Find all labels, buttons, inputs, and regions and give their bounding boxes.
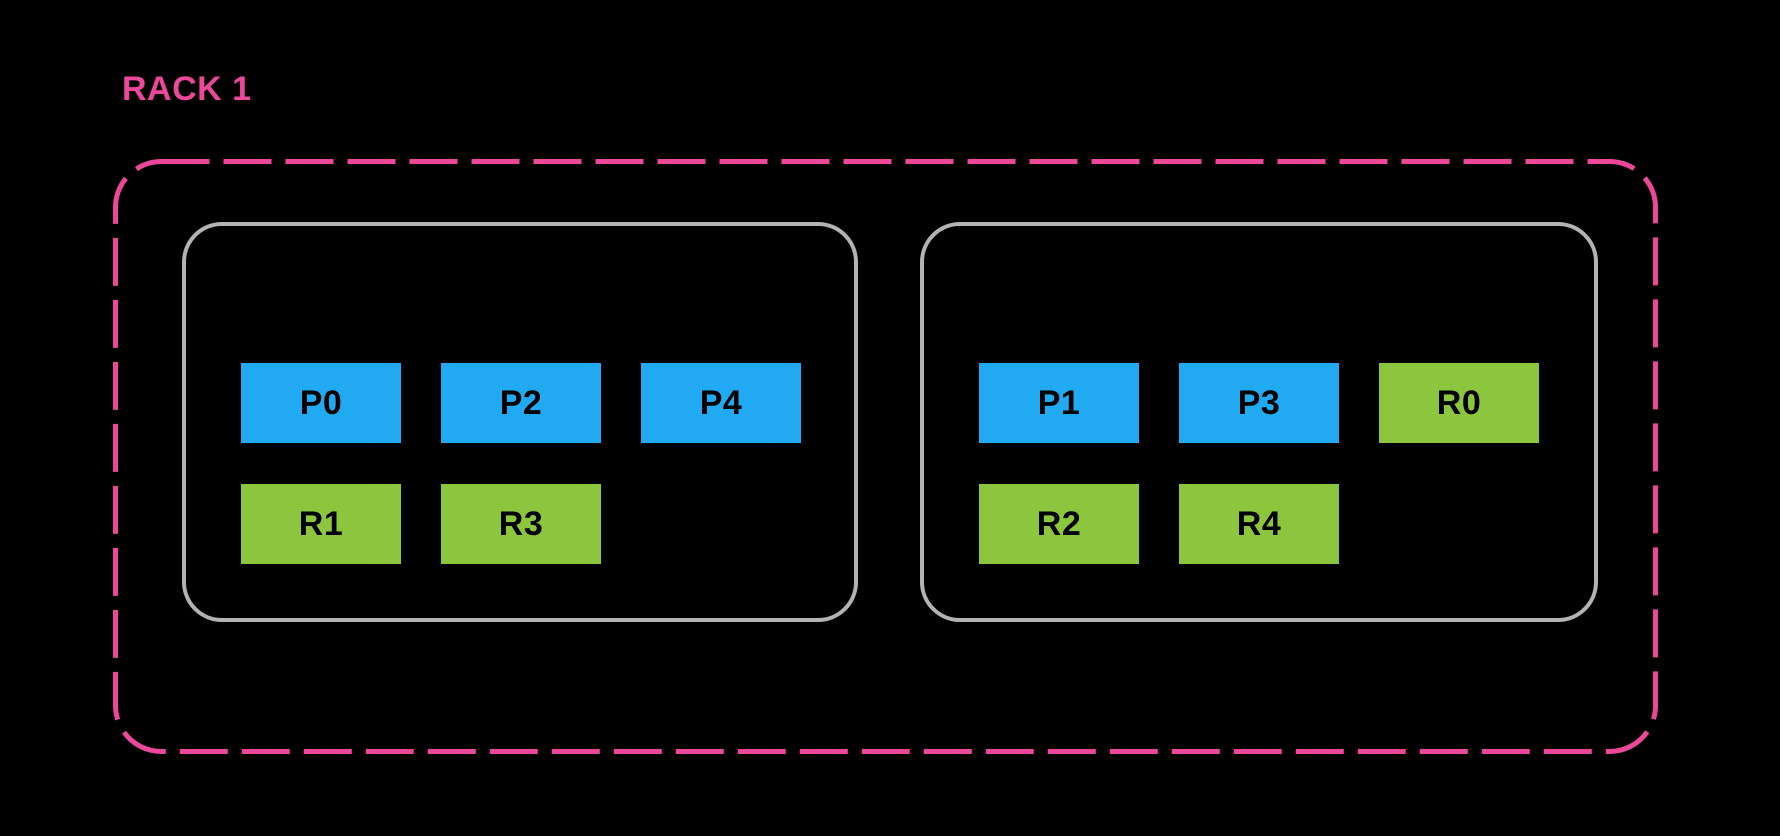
node-left: P0 P2 P4 R1 R3 [182,222,858,622]
rack-boundary: P0 P2 P4 R1 R3 P1 P3 R0 R2 R4 [113,159,1658,754]
node-right: P1 P3 R0 R2 R4 [920,222,1598,622]
process-box-p2: P2 [441,363,601,443]
replica-box-r0: R0 [1379,363,1539,443]
process-box-p4: P4 [641,363,801,443]
node-right-row-1: P1 P3 R0 [979,363,1594,443]
process-box-p1: P1 [979,363,1139,443]
replica-box-r1: R1 [241,484,401,564]
node-left-row-1: P0 P2 P4 [241,363,854,443]
replica-box-r2: R2 [979,484,1139,564]
replica-box-r3: R3 [441,484,601,564]
replica-box-r4: R4 [1179,484,1339,564]
rack-dashed-border [113,159,1658,754]
process-box-p3: P3 [1179,363,1339,443]
rack-title: RACK 1 [122,70,252,108]
node-left-row-2: R1 R3 [241,484,854,564]
process-box-p0: P0 [241,363,401,443]
node-right-row-2: R2 R4 [979,484,1594,564]
